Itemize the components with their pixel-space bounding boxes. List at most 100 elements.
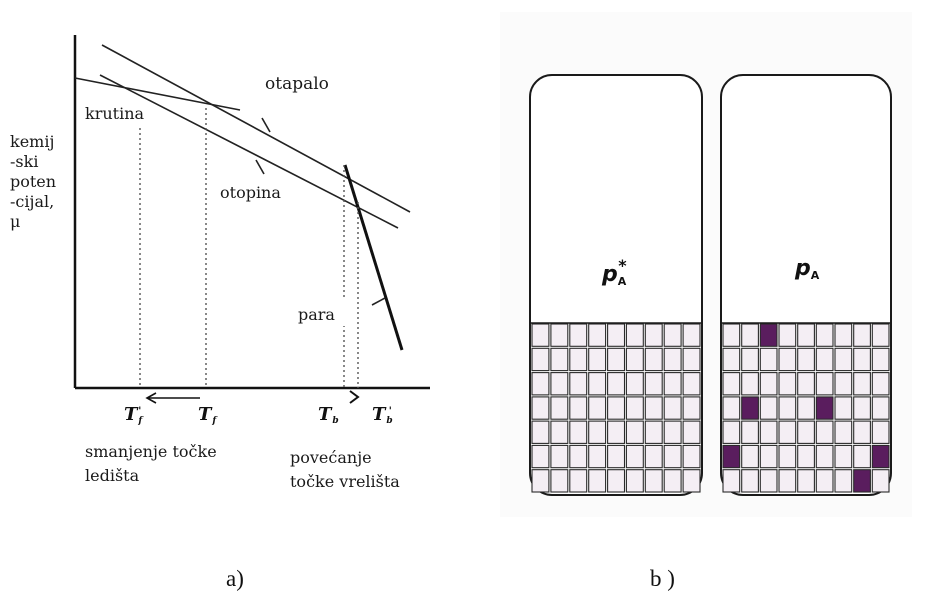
solvent-cell (550, 347, 569, 372)
solvent-cell (569, 372, 588, 396)
solvent-cell (797, 469, 815, 493)
solvent-cell (682, 469, 701, 493)
solvent-cell (722, 469, 741, 493)
solvent-cell (569, 444, 588, 469)
solvent-cell (644, 347, 663, 372)
solute-cell (741, 396, 759, 420)
solvent-cell (607, 396, 626, 420)
solvent-cell (607, 469, 626, 493)
solvent-cell (834, 444, 853, 469)
solvent-cell (550, 396, 569, 420)
caption-a: a) (226, 566, 244, 591)
solvent-cell (741, 347, 759, 372)
solvent-cell (871, 323, 890, 347)
solvent-cell (797, 420, 815, 444)
solvent-cell (550, 372, 569, 396)
right-liquid-grid (722, 322, 890, 493)
solvent-cell (607, 444, 626, 469)
solvent-cell (550, 469, 569, 493)
solvent-cell (663, 323, 682, 347)
solvent-cell (759, 420, 778, 444)
solvent-cell (663, 372, 682, 396)
freezing-note: smanjenje točke ledišta (85, 440, 217, 488)
solvent-cell (644, 323, 663, 347)
solute-cell (722, 444, 741, 469)
solvent-cell (759, 444, 778, 469)
solvent-cell (871, 469, 890, 493)
solvent-cell (625, 323, 644, 347)
solvent-cell (759, 372, 778, 396)
solvent-cell (625, 444, 644, 469)
solvent-cell (607, 323, 626, 347)
solvent-cell (588, 372, 607, 396)
y-label-line-5: μ (10, 212, 21, 231)
solvent-cell (625, 347, 644, 372)
solute-cell (853, 469, 871, 493)
solvent-cell (815, 469, 834, 493)
solvent-cell (588, 323, 607, 347)
solvent-cell (588, 444, 607, 469)
solvent-cell (759, 347, 778, 372)
freezing-arrowhead (145, 392, 157, 404)
solvent-cell (797, 444, 815, 469)
vapor-line (343, 164, 404, 351)
tb-prime-label: Tb' (372, 404, 393, 426)
solvent-cell (759, 469, 778, 493)
solvent-cell (834, 420, 853, 444)
solvent-cell (834, 372, 853, 396)
solution-tick (255, 159, 265, 175)
solvent-cell (778, 444, 797, 469)
solvent-cell (550, 444, 569, 469)
solvent-cell (588, 347, 607, 372)
tf-prime-label: Tf' (124, 404, 143, 426)
pure-vapor-pressure-label: pA* (602, 256, 627, 288)
y-axis-label: kemij -ski poten -cijal, μ (10, 132, 56, 232)
solvent-cell (682, 323, 701, 347)
solvent-cell (815, 323, 834, 347)
solvent-cell (569, 347, 588, 372)
solute-cell (759, 323, 778, 347)
solvent-cell (531, 469, 550, 493)
boiling-arrowhead (349, 390, 360, 404)
solvent-cell (644, 396, 663, 420)
solvent-cell (759, 396, 778, 420)
solvent-cell (531, 420, 550, 444)
tb-label: Tb (318, 404, 339, 426)
solution-vapor-pressure-label: pA (795, 256, 820, 282)
y-label-line-1: kemij (10, 132, 55, 151)
panel-b-background (500, 12, 912, 517)
solvent-cell (569, 396, 588, 420)
boiling-note-line-2: točke vrelišta (290, 472, 400, 491)
y-label-line-3: poten (10, 172, 57, 191)
solvent-label: otapalo (265, 74, 329, 94)
solution-line (99, 74, 399, 229)
solvent-cell (741, 323, 759, 347)
solvent-cell (853, 323, 871, 347)
solvent-cell (607, 420, 626, 444)
solvent-cell (625, 420, 644, 444)
solvent-cell (853, 420, 871, 444)
solvent-cell (722, 396, 741, 420)
solvent-cell (682, 372, 701, 396)
solvent-cell (871, 347, 890, 372)
solvent-cell (778, 396, 797, 420)
solvent-cell (569, 420, 588, 444)
solvent-cell (853, 347, 871, 372)
solvent-cell (663, 347, 682, 372)
solvent-cell (722, 372, 741, 396)
solvent-cell (531, 444, 550, 469)
solvent-cell (815, 420, 834, 444)
solvent-cell (741, 444, 759, 469)
left-liquid-grid (531, 322, 701, 493)
solute-cell (815, 396, 834, 420)
solvent-cell (531, 323, 550, 347)
y-label-line-4: -cijal, (10, 192, 55, 211)
solvent-cell (663, 444, 682, 469)
solvent-cell (797, 347, 815, 372)
solvent-cell (607, 372, 626, 396)
solvent-cell (682, 444, 701, 469)
solvent-cell (682, 347, 701, 372)
solvent-cell (815, 444, 834, 469)
solvent-cell (531, 347, 550, 372)
vapor-tick (371, 297, 386, 306)
